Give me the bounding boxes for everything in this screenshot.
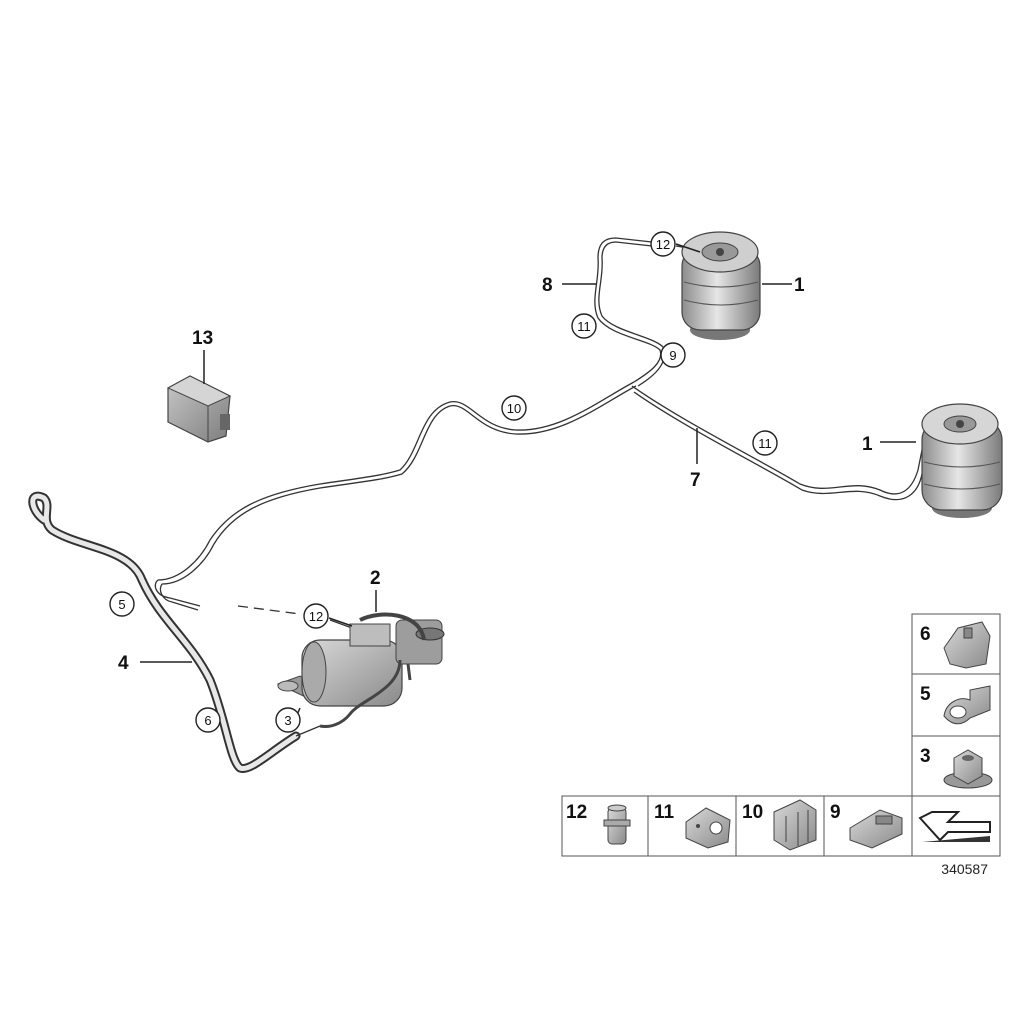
circled-callout-5: 5: [109, 591, 135, 617]
intake-hose: [28, 491, 321, 773]
svg-text:9: 9: [669, 348, 676, 363]
circled-callout-12-top: 12: [650, 231, 676, 257]
svg-text:6: 6: [204, 713, 211, 728]
legend-label-11: 11: [654, 802, 675, 823]
callout-1-front: 1: [794, 275, 805, 296]
holder-10-icon: [773, 799, 817, 851]
svg-text:12: 12: [309, 609, 323, 624]
circled-callout-11-left: 11: [571, 313, 597, 339]
legend-label-5: 5: [920, 684, 931, 705]
svg-text:10: 10: [507, 401, 521, 416]
direction-arrow-icon: [918, 811, 991, 842]
nut-3-icon: [943, 749, 993, 789]
air-line-feed-compressor: [154, 579, 353, 629]
circled-callout-10: 10: [501, 395, 527, 421]
circled-callout-11-right: 11: [752, 430, 778, 456]
circled-callout-12-compressor: 12: [303, 603, 329, 629]
control-unit: [166, 375, 232, 443]
svg-text:11: 11: [758, 436, 772, 451]
parts-legend: [561, 613, 1001, 857]
legend-label-6: 6: [920, 624, 931, 645]
leader-lines: [140, 243, 916, 723]
callout-1-rear: 1: [862, 434, 873, 455]
compressor-unit: [276, 612, 445, 728]
legend-label-9: 9: [830, 802, 841, 823]
svg-text:11: 11: [577, 319, 591, 334]
svg-text:5: 5: [118, 597, 125, 612]
svg-text:3: 3: [284, 713, 291, 728]
air-line-7: [631, 385, 929, 501]
legend-label-10: 10: [742, 802, 763, 823]
holder-9-icon: [849, 809, 903, 849]
callout-2: 2: [370, 568, 381, 589]
legend-label-12: 12: [566, 802, 587, 823]
svg-text:12: 12: [656, 237, 670, 252]
clip-6-icon: [943, 621, 991, 669]
air-spring-rear: [921, 403, 1003, 518]
air-line-10: [157, 381, 637, 585]
callout-4: 4: [118, 653, 129, 674]
legend-label-3: 3: [920, 746, 931, 767]
connector-12-icon: [603, 804, 631, 845]
diagram-number: 340587: [941, 861, 988, 877]
callout-8: 8: [542, 275, 553, 296]
air-spring-front: [681, 231, 761, 340]
clip-5-icon: [943, 685, 991, 725]
circled-callout-9: 9: [660, 342, 686, 368]
callout-13: 13: [192, 328, 213, 349]
circled-callout-3: 3: [275, 707, 301, 733]
callout-7: 7: [690, 470, 701, 491]
circled-callout-6: 6: [195, 707, 221, 733]
holder-11-icon: [685, 807, 731, 849]
